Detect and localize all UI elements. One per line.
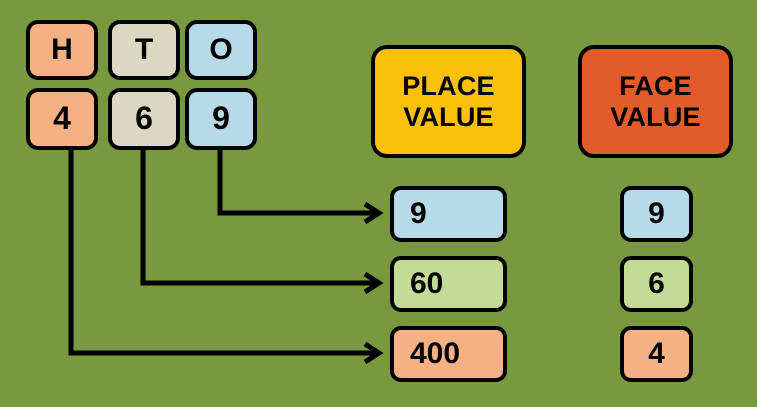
digit-hundreds-label: 4 xyxy=(53,100,71,137)
arrowhead-400 xyxy=(363,341,384,365)
connector-ones-to-9 xyxy=(217,150,378,216)
place-value-hundreds-label: 400 xyxy=(410,337,461,371)
face-value-hundreds-label: 4 xyxy=(648,337,665,371)
face-value-banner: FACE VALUE xyxy=(578,45,733,158)
digit-ones-label: 9 xyxy=(212,100,230,137)
face-value-tens-label: 6 xyxy=(648,267,665,301)
place-value-banner: PLACE VALUE xyxy=(371,45,526,158)
place-value-tens-label: 60 xyxy=(410,267,444,301)
face-value-ones: 9 xyxy=(620,186,693,242)
digit-hundreds: 4 xyxy=(26,88,98,150)
face-value-hundreds: 4 xyxy=(620,326,693,382)
digit-tens: 6 xyxy=(108,88,180,150)
face-value-tens: 6 xyxy=(620,256,693,312)
column-header-ones: O xyxy=(185,20,257,80)
digit-ones: 9 xyxy=(185,88,257,150)
column-header-tens-label: T xyxy=(134,33,154,67)
column-header-hundreds: H xyxy=(26,20,98,80)
place-value-ones-label: 9 xyxy=(410,197,427,231)
face-value-ones-label: 9 xyxy=(648,197,665,231)
column-header-ones-label: O xyxy=(209,33,233,67)
connector-tens-to-60 xyxy=(140,150,378,286)
place-value-ones: 9 xyxy=(390,186,507,242)
arrowhead-60 xyxy=(363,271,384,295)
place-value-tens: 60 xyxy=(390,256,507,312)
arrowhead-9 xyxy=(363,201,384,225)
face-value-banner-label: FACE VALUE xyxy=(610,71,701,132)
column-header-hundreds-label: H xyxy=(51,33,73,67)
digit-tens-label: 6 xyxy=(135,100,153,137)
connector-hundreds-to-400 xyxy=(68,150,378,356)
place-value-banner-label: PLACE VALUE xyxy=(402,71,495,132)
column-header-tens: T xyxy=(108,20,180,80)
place-value-hundreds: 400 xyxy=(390,326,507,382)
